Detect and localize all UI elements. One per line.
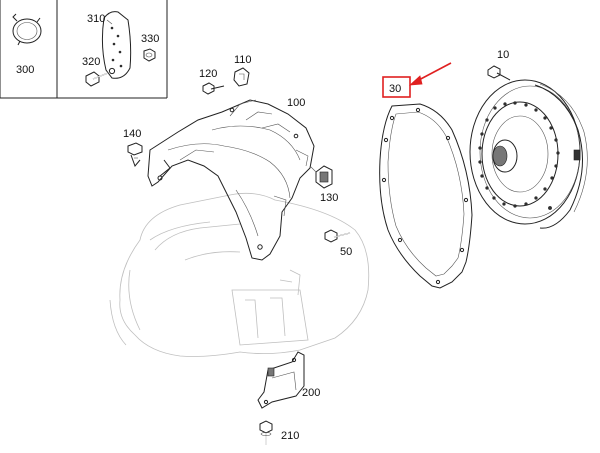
part-310-cover-plate[interactable]	[101, 11, 132, 79]
label-130[interactable]: 130	[320, 192, 338, 204]
part-10-bolt[interactable]	[487, 65, 511, 81]
label-10[interactable]: 10	[497, 49, 509, 61]
part-200-bracket[interactable]	[257, 351, 305, 409]
inset-frame	[0, 0, 168, 99]
part-30-gasket[interactable]	[379, 103, 473, 289]
part-210-bolt[interactable]	[259, 420, 273, 445]
part-140-clip[interactable]	[127, 142, 143, 167]
transmission-housing-ghost	[109, 192, 370, 357]
part-10-torque-converter[interactable]	[469, 79, 588, 229]
part-320-bolt[interactable]	[85, 71, 109, 87]
label-310[interactable]: 310	[87, 13, 105, 25]
part-300-ring[interactable]	[12, 13, 42, 46]
label-50[interactable]: 50	[340, 246, 352, 258]
label-320[interactable]: 320	[82, 56, 100, 68]
label-120[interactable]: 120	[199, 68, 217, 80]
label-110[interactable]: 110	[234, 54, 252, 66]
part-50-bolt[interactable]	[324, 229, 351, 243]
highlight-box-30	[382, 76, 411, 98]
label-300[interactable]: 300	[16, 64, 34, 76]
converter-vanes	[478, 101, 560, 208]
part-330-nut[interactable]	[143, 48, 156, 62]
part-130-connector[interactable]	[309, 165, 333, 189]
label-100[interactable]: 100	[287, 97, 305, 109]
part-110-clip[interactable]	[233, 67, 250, 87]
part-100-heat-shield[interactable]	[147, 99, 315, 261]
leader-310	[106, 19, 113, 25]
highlight-arrow	[408, 62, 452, 86]
part-120-bolt[interactable]	[202, 82, 225, 95]
label-210[interactable]: 210	[281, 430, 299, 442]
label-200[interactable]: 200	[302, 387, 320, 399]
label-30[interactable]: 30	[389, 83, 401, 95]
label-140[interactable]: 140	[123, 128, 141, 140]
label-330[interactable]: 330	[141, 33, 159, 45]
